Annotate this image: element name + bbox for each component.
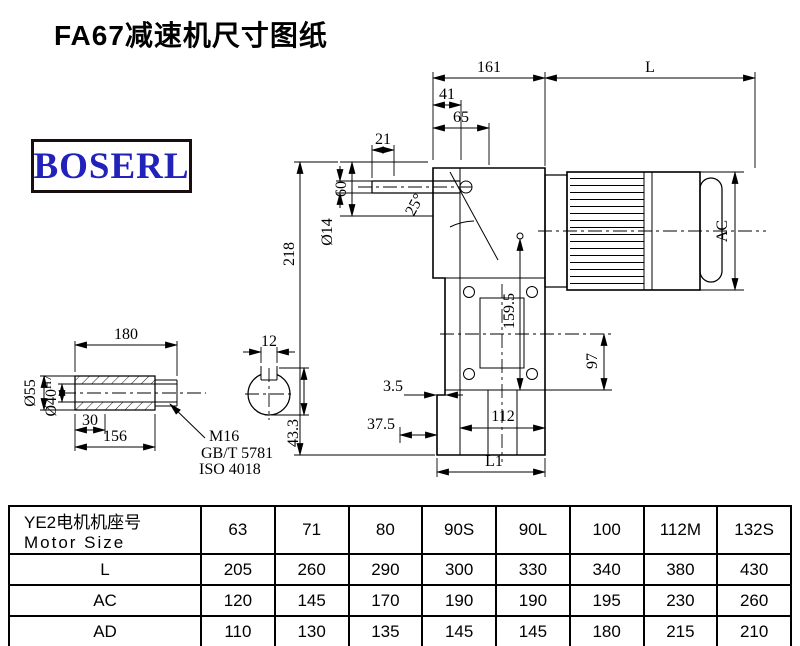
table-cell: 145	[495, 615, 571, 646]
dim-21: 21	[375, 131, 391, 148]
dim-43-3: 43.3	[285, 419, 302, 447]
table-cell: 260	[716, 584, 792, 617]
motor-size-header-cell: YE2电机机座号 Motor Size	[8, 505, 202, 555]
table-cell: 130	[273, 615, 350, 646]
table-cell: 80	[347, 505, 424, 555]
table-cell: 190	[421, 584, 497, 617]
motor-size-table: YE2电机机座号 Motor Size 63 71 80 90S 90L 100…	[8, 505, 792, 646]
dim-dia55: Ø55	[22, 379, 39, 407]
table-cell: 120	[200, 584, 276, 617]
dim-L: L	[645, 59, 655, 76]
table-cell: 180	[568, 615, 645, 646]
dim-12: 12	[261, 333, 277, 350]
table-cell: 330	[495, 553, 571, 586]
dim-159-5: 159.5	[501, 293, 518, 329]
table-cell: 132S	[716, 505, 792, 555]
brand-logo: BOSERL	[31, 139, 192, 193]
keyway-section-view: 12 43.3	[243, 333, 309, 447]
table-cell: 112M	[642, 505, 719, 555]
table-row-AC: AC 120 145 170 190 190 195 230 260	[8, 584, 792, 617]
dim-180: 180	[114, 326, 138, 343]
dim-angle-25: 25°	[402, 191, 428, 219]
dim-L1: L1	[485, 453, 503, 470]
table-cell: 100	[568, 505, 645, 555]
dim-65: 65	[453, 109, 469, 126]
main-view: 161 L 41 65 21 60 Ø14 218 25° 159.5 AC	[281, 59, 766, 477]
table-cell: 205	[200, 553, 276, 586]
table-cell: 290	[347, 553, 424, 586]
shaft-detail-view: 180 Ø55 Ø40H7 30 156 M16 GB/T 5781 ISO 4…	[22, 326, 273, 478]
table-row-AD: AD 110 130 135 145 145 180 215 210	[8, 615, 792, 646]
table-cell: 71	[273, 505, 350, 555]
dim-218: 218	[281, 242, 298, 266]
dim-AC: AC	[714, 220, 731, 242]
brand-logo-text: BOSERL	[33, 145, 190, 187]
table-cell: 195	[568, 584, 645, 617]
table-cell: 210	[716, 615, 792, 646]
table-cell: 90S	[421, 505, 497, 555]
table-cell: 63	[200, 505, 276, 555]
dim-30: 30	[82, 412, 98, 429]
dim-112: 112	[491, 408, 514, 425]
dim-37-5: 37.5	[367, 416, 395, 433]
table-cell: 90L	[495, 505, 571, 555]
table-cell: 135	[347, 615, 424, 646]
dim-dia40H7: Ø40H7	[42, 375, 60, 417]
dimension-drawing: 161 L 41 65 21 60 Ø14 218 25° 159.5 AC	[22, 59, 766, 478]
table-cell: 215	[642, 615, 719, 646]
table-cell: 190	[495, 584, 571, 617]
row-label: L	[8, 553, 202, 586]
dim-60: 60	[333, 181, 350, 197]
dim-161: 161	[477, 59, 501, 76]
table-cell: 145	[421, 615, 497, 646]
motor-size-label-en: Motor Size	[24, 532, 126, 552]
dim-dia14: Ø14	[319, 218, 336, 246]
table-cell: 340	[568, 553, 645, 586]
note-gb-standard: GB/T 5781	[201, 445, 273, 462]
dim-156: 156	[103, 428, 127, 445]
table-cell: 260	[273, 553, 350, 586]
table-cell: 300	[421, 553, 497, 586]
table-row-L: L 205 260 290 300 330 340 380 430	[8, 553, 792, 586]
table-cell: 170	[347, 584, 424, 617]
table-header-row: YE2电机机座号 Motor Size 63 71 80 90S 90L 100…	[8, 505, 792, 555]
table-cell: 430	[716, 553, 792, 586]
table-cell: 230	[642, 584, 719, 617]
note-iso-standard: ISO 4018	[199, 461, 261, 478]
dim-41: 41	[439, 86, 455, 103]
row-label: AD	[8, 615, 202, 646]
motor-size-label-cn: YE2电机机座号	[24, 512, 142, 532]
table-cell: 145	[273, 584, 350, 617]
page-title: FA67减速机尺寸图纸	[54, 20, 328, 51]
dim-97: 97	[584, 353, 601, 369]
table-cell: 380	[642, 553, 719, 586]
motor-outline	[538, 171, 766, 291]
row-label: AC	[8, 584, 202, 617]
dim-3-5: 3.5	[383, 378, 403, 395]
note-m16: M16	[209, 428, 239, 445]
table-cell: 110	[200, 615, 276, 646]
